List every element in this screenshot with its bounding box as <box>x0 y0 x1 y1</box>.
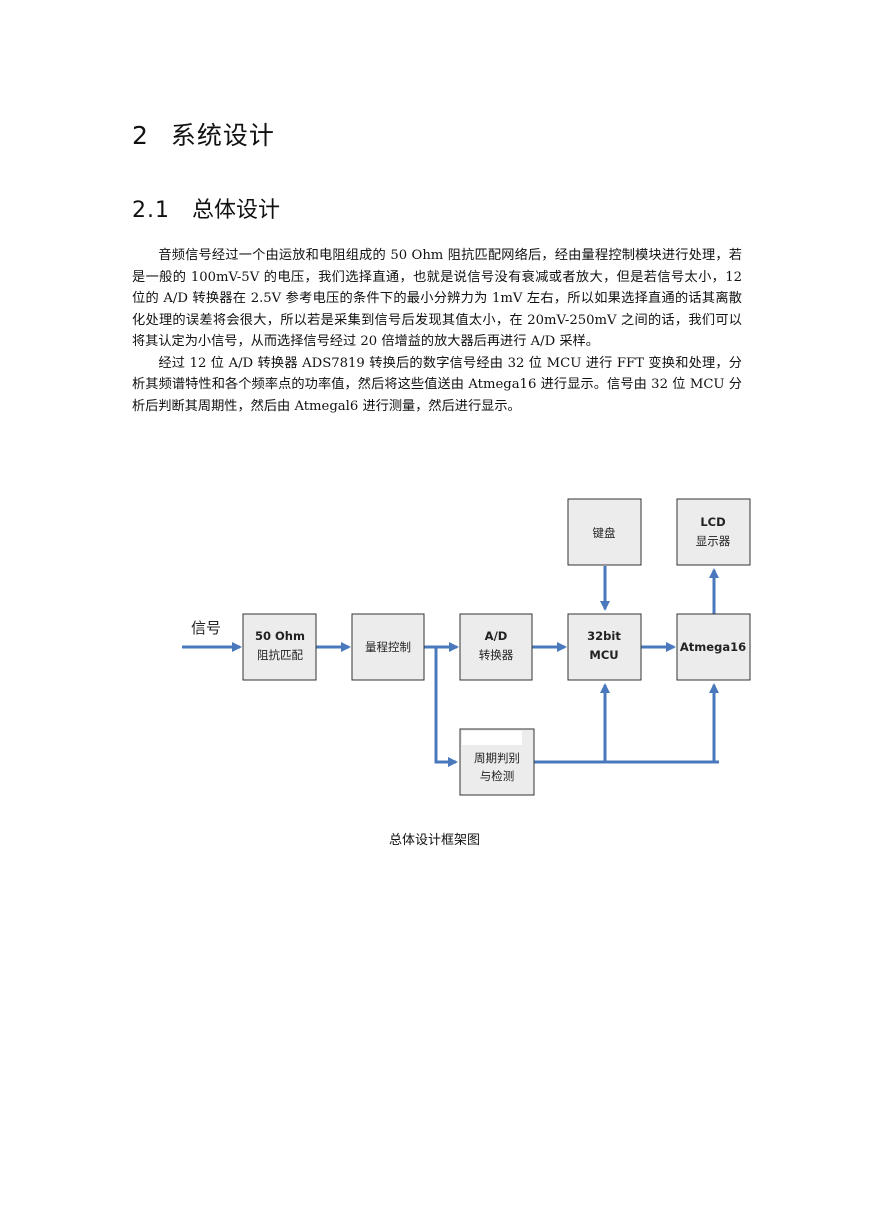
period-detect-label-1: 周期判别 <box>474 751 520 765</box>
adc-block <box>459 613 533 681</box>
mcu-label-1: 32bit <box>587 629 621 643</box>
paragraph-2: 经过 12 位 A/D 转换器 ADS7819 转换后的数字信号经由 32 位 … <box>132 355 742 414</box>
section-heading: 2 系统设计 <box>132 116 275 152</box>
lcd-label-2: 显示器 <box>696 534 731 548</box>
subsection-heading: 2.1 总体设计 <box>132 192 280 224</box>
keyboard-block <box>567 498 642 566</box>
impedance-block <box>242 613 317 681</box>
mcu-label-2: MCU <box>589 648 618 662</box>
figure-caption: 总体设计框架图 <box>388 833 480 848</box>
connection-lines <box>182 566 719 767</box>
subsection-title: 总体设计 <box>192 198 281 223</box>
period-detect-highlight <box>462 731 522 745</box>
keyboard-label: 键盘 <box>593 526 616 540</box>
period-detect-label-2: 与检测 <box>480 769 515 783</box>
mcu-block <box>567 613 642 681</box>
arrow-branch-to-period <box>434 647 458 767</box>
range-control-label: 量程控制 <box>365 640 411 654</box>
body-text: 音频信号经过一个由运放和电阻组成的 50 Ohm 阻抗匹配网络后，经由量程控制模… <box>132 245 742 417</box>
section-title: 系统设计 <box>170 121 275 150</box>
impedance-label-1: 50 Ohm <box>255 629 305 643</box>
input-signal-label: 信号 <box>191 619 221 637</box>
section-number: 2 <box>132 121 149 150</box>
atmega-label: Atmega16 <box>680 640 746 654</box>
paragraph-1: 音频信号经过一个由运放和电阻组成的 50 Ohm 阻抗匹配网络后，经由量程控制模… <box>132 248 742 349</box>
impedance-label-2: 阻抗匹配 <box>257 648 303 662</box>
subsection-number: 2.1 <box>132 198 170 223</box>
lcd-label-1: LCD <box>700 515 725 529</box>
adc-label-2: 转换器 <box>479 648 514 662</box>
adc-label-1: A/D <box>485 629 508 643</box>
range-control-block <box>351 613 425 681</box>
lcd-block <box>676 498 751 566</box>
atmega-block <box>676 613 751 681</box>
